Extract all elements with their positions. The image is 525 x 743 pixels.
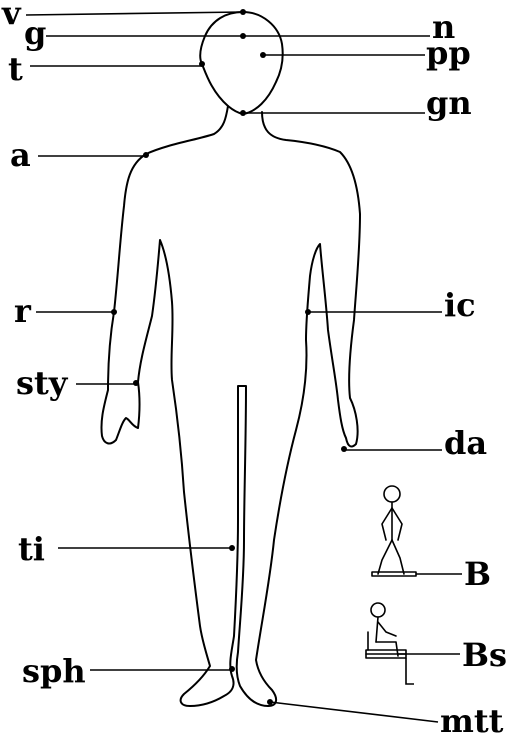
landmark-pp-dot <box>260 52 266 58</box>
label-vg-g: g <box>24 14 46 52</box>
label-t: t <box>8 50 23 88</box>
landmark-r-dot <box>111 309 117 315</box>
landmark-t-dot <box>199 61 205 67</box>
label-a: a <box>10 136 31 174</box>
landmark-labels: v g n pp t gn a r ic sty da ti B Bs sph … <box>1 0 507 740</box>
landmark-vg-dot <box>240 9 246 15</box>
landmark-ic-dot <box>305 309 311 315</box>
label-pp: pp <box>426 34 471 72</box>
label-da: da <box>444 424 487 462</box>
leader-mtt <box>270 702 438 722</box>
label-sty: sty <box>16 364 69 402</box>
label-gn: gn <box>426 84 472 122</box>
label-ic: ic <box>444 286 476 324</box>
landmark-sty-dot <box>133 380 139 386</box>
label-sph: sph <box>22 652 86 690</box>
leader-vg <box>26 12 243 15</box>
seated-figure-icon <box>366 603 460 684</box>
landmark-da-dot <box>341 446 347 452</box>
label-Bs: Bs <box>462 636 507 674</box>
landmark-n-dot <box>240 33 246 39</box>
torso-outline <box>101 106 360 706</box>
landmark-leaders <box>26 9 442 722</box>
label-vg-v: v <box>1 0 22 32</box>
landmark-mtt-dot <box>267 699 273 705</box>
landmark-gn-dot <box>240 110 246 116</box>
head-outline <box>200 12 282 114</box>
landmark-sph-dot <box>229 666 235 672</box>
landmark-ti-dot <box>229 545 235 551</box>
landmark-a-dot <box>143 152 149 158</box>
standing-figure-icon <box>372 486 462 576</box>
body-outline <box>101 12 360 706</box>
label-mtt: mtt <box>440 702 504 740</box>
label-ti: ti <box>18 530 45 568</box>
label-r: r <box>14 292 32 330</box>
label-B: B <box>464 555 491 593</box>
